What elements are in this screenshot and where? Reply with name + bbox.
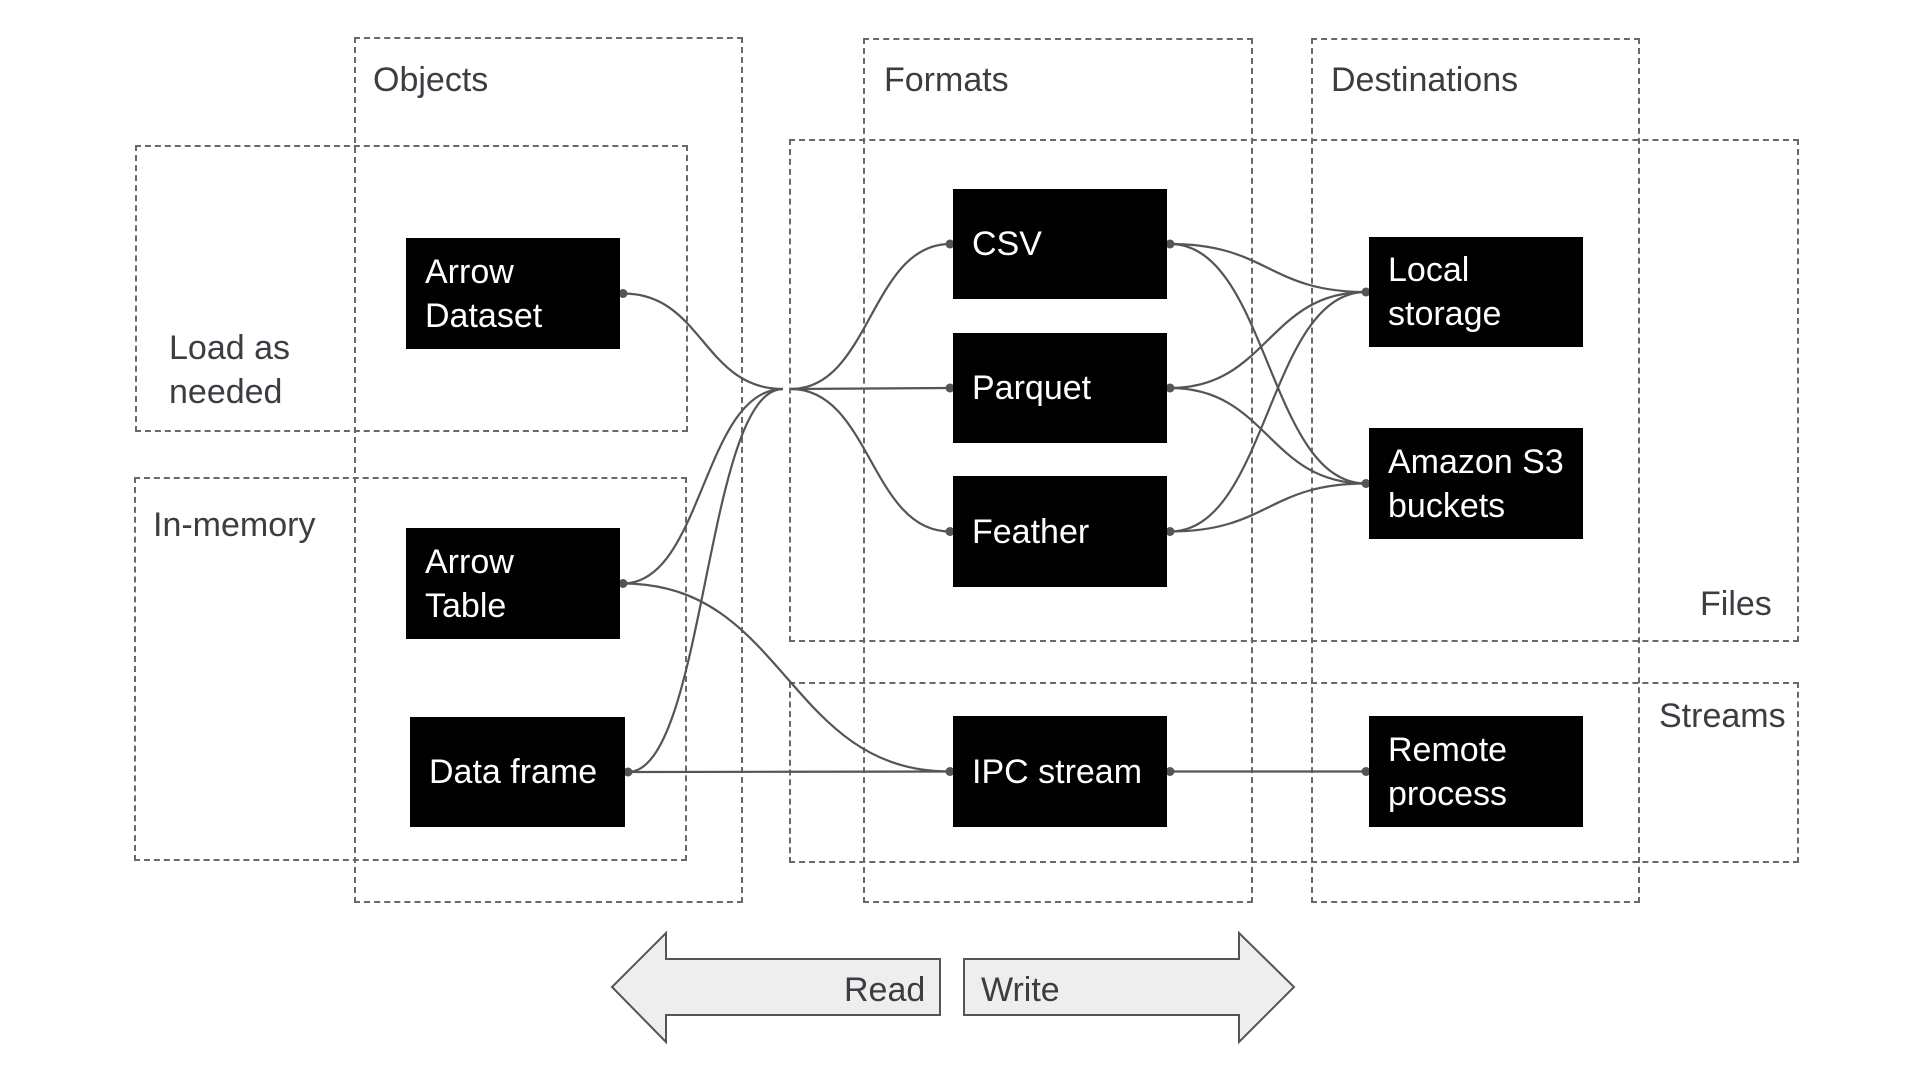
group-load-as-needed [135, 145, 688, 432]
write-arrow-shape [963, 930, 1296, 1045]
port-csv-in [945, 239, 955, 249]
label-formats: Formats [884, 61, 1009, 99]
node-local-storage[interactable]: Local storage [1369, 237, 1583, 347]
node-ipc-stream[interactable]: IPC stream [953, 716, 1167, 827]
edge-arrow_table-to-ipc_stream [622, 582, 951, 773]
group-files [789, 139, 1799, 642]
node-arrow-table[interactable]: Arrow Table [406, 528, 620, 639]
label-streams: Streams [1659, 697, 1786, 735]
edge-junction-to-feather [790, 387, 951, 533]
port-parquet-in [945, 383, 955, 393]
edge-parquet-to-amazon_s3 [1169, 386, 1367, 485]
edge-arrow_table-to-junction [622, 387, 784, 585]
label-objects: Objects [373, 61, 489, 99]
edge-csv-to-local_storage [1169, 242, 1367, 294]
node-arrow-dataset[interactable]: Arrow Dataset [406, 238, 620, 349]
label-load-as-needed: Load as needed [169, 329, 290, 411]
label-files: Files [1700, 585, 1772, 623]
label-destinations: Destinations [1331, 61, 1519, 99]
node-parquet[interactable]: Parquet [953, 333, 1167, 443]
node-feather[interactable]: Feather [953, 476, 1167, 587]
node-csv[interactable]: CSV [953, 189, 1167, 299]
port-arrow_table-out [618, 579, 628, 588]
edge-junction-to-parquet [790, 386, 951, 391]
port-parquet-out [1165, 383, 1175, 393]
read-arrow-label: Read [844, 971, 926, 1009]
node-amazon-s3-buckets[interactable]: Amazon S3 buckets [1369, 428, 1583, 539]
node-data-frame[interactable]: Data frame [410, 717, 625, 827]
node-remote-process[interactable]: Remote process [1369, 716, 1583, 827]
edge-junction-to-csv [790, 242, 951, 391]
edge-csv-to-amazon_s3 [1169, 242, 1367, 485]
port-remote_process-in [1361, 767, 1371, 776]
edge-arrow_dataset-to-junction [622, 292, 784, 391]
port-csv-out [1165, 239, 1175, 249]
group-formats [863, 38, 1253, 903]
label-in-memory: In-memory [153, 506, 316, 544]
port-data_frame-out [623, 767, 633, 777]
port-feather-in [945, 527, 955, 536]
edge-data_frame-to-ipc_stream [627, 770, 951, 774]
edge-parquet-to-local_storage [1169, 290, 1367, 390]
read-arrow-shape [610, 930, 941, 1045]
write-arrow-label: Write [981, 971, 1060, 1009]
port-feather-out [1165, 527, 1175, 536]
group-objects [354, 37, 743, 903]
edge-data_frame-to-junction [627, 387, 784, 774]
port-local_storage-in [1361, 287, 1371, 297]
port-arrow_dataset-out [618, 289, 628, 298]
edge-feather-to-amazon_s3 [1169, 482, 1367, 533]
port-ipc_stream-in [945, 767, 955, 776]
edge-feather-to-local_storage [1169, 290, 1367, 533]
port-ipc_stream-out [1165, 767, 1175, 776]
port-amazon_s3-in [1361, 479, 1371, 488]
